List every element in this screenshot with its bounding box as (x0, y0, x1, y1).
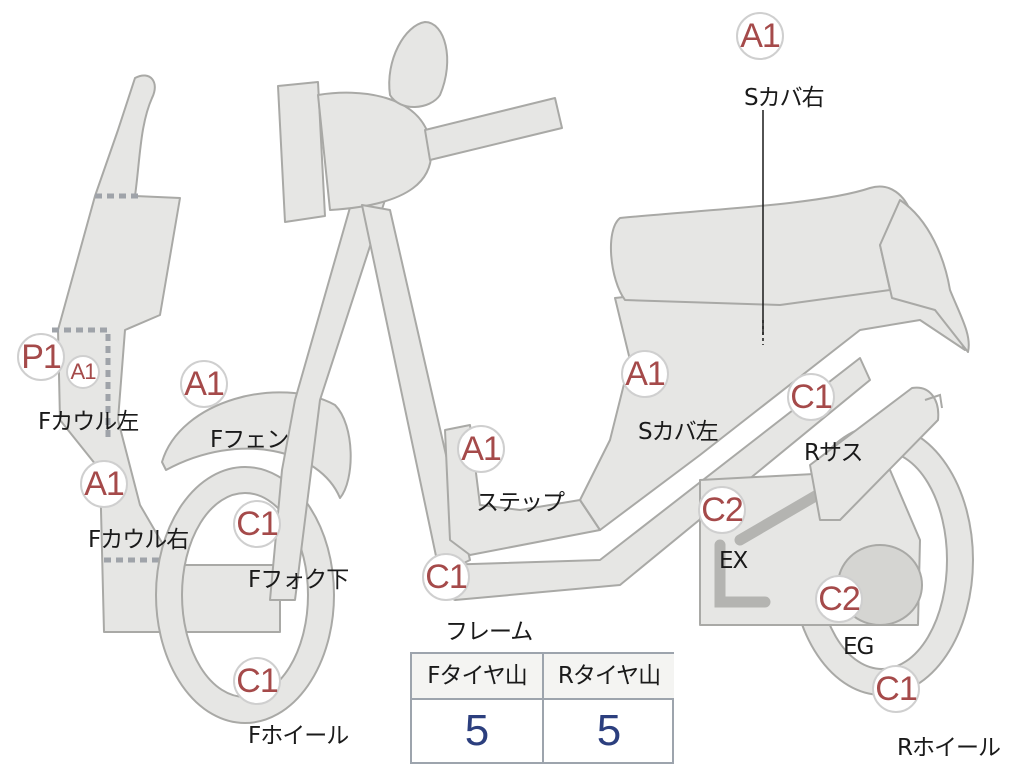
part-code-badge-f-fork-lower: C1 (233, 500, 281, 548)
table-divider (542, 654, 544, 762)
rear-tire-header: Rタイヤ山 (544, 654, 674, 700)
part-code-badge-f-cowl-right: A1 (80, 460, 128, 508)
part-label-f-wheel: Fホイール (248, 723, 349, 749)
part-code-badge-exhaust: C2 (698, 486, 746, 534)
tail-shape (879, 199, 970, 353)
part-label-f-cowl-right: Fカウル右 (88, 527, 189, 553)
part-label-r-wheel: Rホイール (897, 735, 1001, 761)
exhaust-pipe-shape (714, 539, 771, 608)
part-label-engine: EG (843, 634, 874, 660)
part-code-badge-f-cowl-left-extra: A1 (66, 355, 100, 389)
part-code-badge-r-suspension: C1 (787, 373, 835, 421)
mirror-shape (388, 21, 449, 108)
part-label-frame: フレーム (445, 619, 533, 645)
part-code-badge-s-cover-left: A1 (621, 350, 669, 398)
part-code-badge-frame: C1 (422, 553, 470, 601)
part-label-s-cover-left: Sカバ左 (638, 419, 719, 445)
front-tire-header: Fタイヤ山 (412, 654, 542, 700)
frame-down-shape (361, 204, 471, 576)
part-code-badge-engine: C2 (815, 575, 863, 623)
seat-shape (609, 185, 913, 306)
headlight-shape (277, 81, 326, 223)
cowl-seam-mid (52, 327, 111, 440)
part-label-exhaust: EX (719, 548, 748, 574)
part-label-f-fender: Fフェン (210, 427, 289, 453)
part-code-badge-s-cover-right: A1 (736, 12, 784, 60)
part-code-badge-step: A1 (457, 425, 505, 473)
part-code-badge-f-wheel: C1 (233, 657, 281, 705)
part-label-f-cowl-left: Fカウル左 (38, 409, 139, 435)
part-label-r-suspension: Rサス (804, 440, 864, 466)
part-label-step: ステップ (476, 490, 565, 516)
part-code-badge-f-cowl-left: P1 (17, 333, 65, 381)
front-tire-value: 5 (464, 706, 490, 755)
tire-tread-table: Fタイヤ山 Rタイヤ山 5 5 (410, 652, 674, 764)
rear-tire-value: 5 (596, 706, 622, 755)
part-code-badge-f-fender: A1 (180, 360, 228, 408)
part-code-badge-r-wheel: C1 (872, 665, 920, 713)
part-label-f-fork-lower: Fフォク下 (248, 567, 349, 593)
part-label-s-cover-right: Sカバ右 (744, 85, 825, 111)
handlebar-shape (424, 97, 563, 161)
front-wheel-shape (156, 467, 334, 723)
rear-shock-shape (809, 386, 940, 521)
headlight-cover-shape (317, 91, 433, 211)
